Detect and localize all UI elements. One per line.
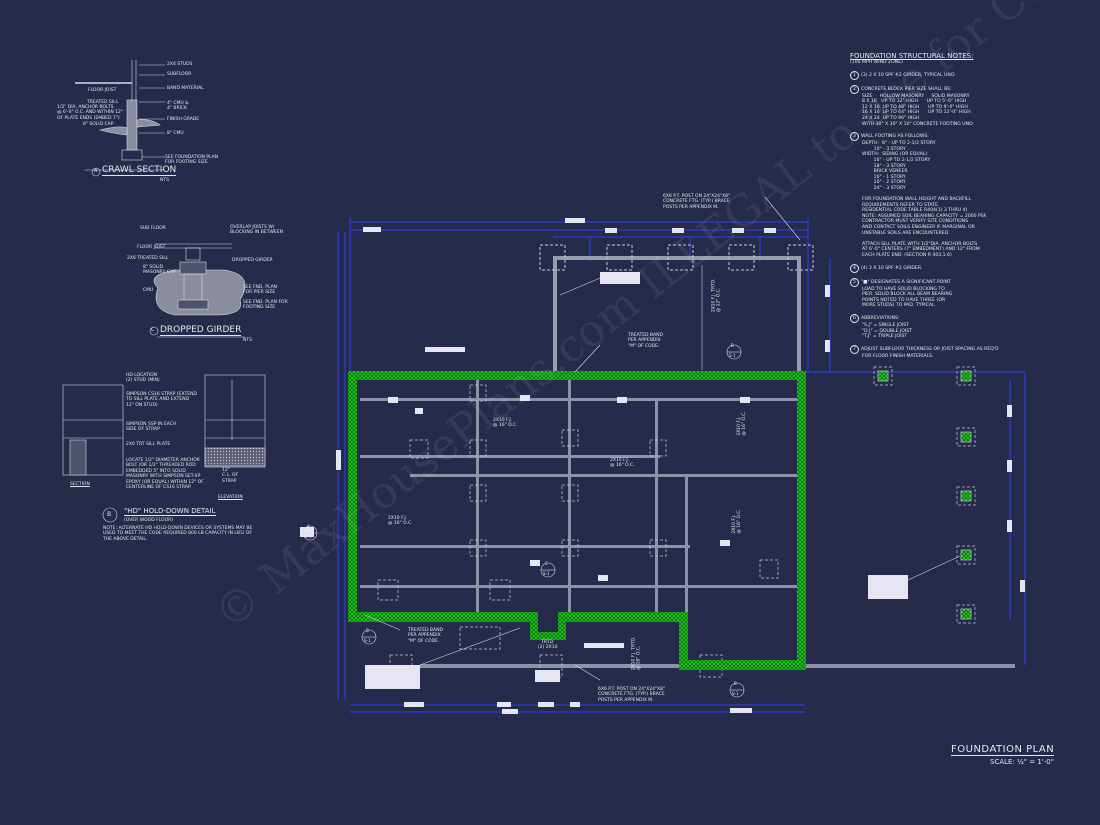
crawl-label: BAND MATERIAL [167, 86, 204, 91]
section-marker-label: C [545, 561, 548, 566]
post-callout: 6x6 P.T. POST ON 24"x24"x8" CONCRETE FTG… [663, 194, 731, 210]
section-marker-label: S-1 [543, 571, 550, 576]
dropped-girder-title: DROPPED GIRDER [160, 325, 242, 336]
holddown-detail [62, 374, 266, 523]
post-callout: 6x6 P.T. POST ON 24"x24"x8" CONCRETE FTG… [598, 687, 666, 703]
holddown-title: "HD" HOLD-DOWN DETAIL [124, 507, 216, 516]
joist-label: 2x10 F.J. @ 16" O.C. [493, 418, 518, 429]
section-marker-label: B [366, 628, 369, 633]
dropped-girder-detail [149, 243, 246, 338]
crawl-label: 8" CMU [167, 131, 184, 136]
crawl-label: FINISH GRADE [167, 117, 200, 122]
crawl-label: 2x4 STUDS [167, 62, 193, 67]
holddown-label: SIMPSON SSP IN EACH SIDE OF STRAP [126, 422, 177, 433]
girder-callout: TRTD. (2) 2x10 [538, 640, 558, 651]
note-item: 1(3) 2 x 10 SPF #2 GIRDER, TYPICAL UNO. [850, 70, 1010, 80]
girder-label: SEE FND. PLAN FOR FOOTING SIZE [243, 300, 288, 311]
notes-heading: FOUNDATION STRUCTURAL NOTES: [850, 52, 974, 60]
holddown-label: 12" C.L. OF STRAP [222, 468, 239, 484]
dimension-lines [337, 218, 1026, 713]
crawl-label: FLOOR JOIST [88, 88, 117, 93]
crawl-label: TREATED SILL [87, 100, 119, 105]
joist-label: 2x10 F.J. @ 16" O.C. [731, 509, 743, 534]
dimension-tags [336, 218, 1025, 714]
sheet-title: FOUNDATION PLAN [951, 744, 1055, 756]
joist-label: 2x10 F.J. @ 16" O.C. [388, 516, 413, 527]
detail-scale: NTS [160, 178, 169, 183]
treated-band-callout: TREATED BAND PER APPENDIX "M" OF CODE. [408, 628, 443, 644]
section-marker-label: S-1 [732, 691, 739, 696]
holddown-label: HD LOCATION (2) STUD (MIN) [126, 373, 160, 384]
detail-tag: C [151, 327, 155, 333]
detail-scale: NTS [243, 338, 252, 343]
section-marker-label: S-1 [364, 638, 371, 643]
joist-label: 2x10 F.J. TRTD. @ 12" O.C. [711, 278, 722, 313]
girder-label: FLOOR JOIST [137, 245, 166, 250]
girder-label: 8" SOLID MASONRY CAP [143, 265, 176, 276]
holddown-subtitle: (OVER WOOD FLOOR) [124, 518, 174, 523]
girder-label: SEE FND. PLAN FOR PIER SIZE [243, 285, 278, 296]
elevation-label: ELEVATION [218, 495, 243, 500]
girder-label: DROPPED GIRDER [232, 258, 273, 263]
section-marker-label: S-1 [729, 353, 736, 358]
crawl-label: 8" SOLID CAP [83, 122, 114, 127]
detail-tag: A [94, 168, 98, 174]
section-markers [302, 344, 745, 698]
joist-label: 2x10 F.J. @ 16" O.C. [610, 458, 635, 469]
foundation-structural-notes: FOUNDATION STRUCTURAL NOTES: (100 MPH WI… [850, 52, 1010, 359]
crawl-label: 4" CMU & 4" BRICK [167, 101, 189, 112]
detail-tag: B [107, 511, 112, 518]
section-label: SECTION [70, 482, 90, 487]
crawl-label: SEE FOUNDATION PLAN FOR FOOTING SIZE [165, 155, 219, 166]
leader-lines [364, 196, 961, 681]
joist-label: 2x10 F.J. @ 16" O.C. [736, 411, 748, 436]
crawl-label: SUBFLOOR [167, 72, 192, 77]
treated-band-callout: TREATED BAND PER APPENDIX "M" OF CODE. [628, 333, 663, 349]
sheet-scale: SCALE: ¼" = 1'-0" [990, 758, 1054, 766]
side-posts [873, 366, 976, 624]
holddown-note: NOTE: ALTERNATE HD HOLD-DOWN DEVICES OR … [103, 526, 253, 542]
girder-label: SUB FLOOR [140, 226, 166, 231]
piers [377, 384, 779, 678]
section-marker-label: S-1 [305, 534, 312, 539]
section-marker-label: A [307, 524, 310, 529]
notes-subheading: (100 MPH WIND ZONE) [850, 60, 903, 65]
joist-label: 2x10 F.J. TRTD. @ 16" O.C. [631, 636, 642, 671]
holddown-label: SIMPSON CS16 STRAP (EXTEND TO SILL PLATE… [126, 392, 197, 408]
girder-label: CMU [143, 288, 154, 293]
section-marker-label: B [734, 681, 737, 686]
crawl-section-detail [75, 60, 165, 177]
crawl-label: 1/2" DIA. ANCHOR BOLTS @ 6'-0" O.C. AND … [57, 105, 123, 121]
white-label-tags [300, 272, 908, 689]
holddown-label: 2x6 TRT SILL PLATE [126, 442, 171, 447]
note-item: 4(4) 2 x 10 SPF #2 GIRDER. [850, 263, 1010, 273]
porch-framing [539, 244, 814, 372]
section-marker-label: B [731, 343, 734, 348]
girder-label: OVERLAP JOISTS W/ BLOCKING IN BETWEEN [230, 225, 283, 236]
holddown-label: LOCATE 1/2" DIAMETER ANCHOR BOLT (OR 1/2… [126, 458, 204, 491]
crawl-section-title: CRAWL SECTION [102, 165, 177, 176]
girder-label: 2x6 TREATED SILL [127, 256, 169, 261]
